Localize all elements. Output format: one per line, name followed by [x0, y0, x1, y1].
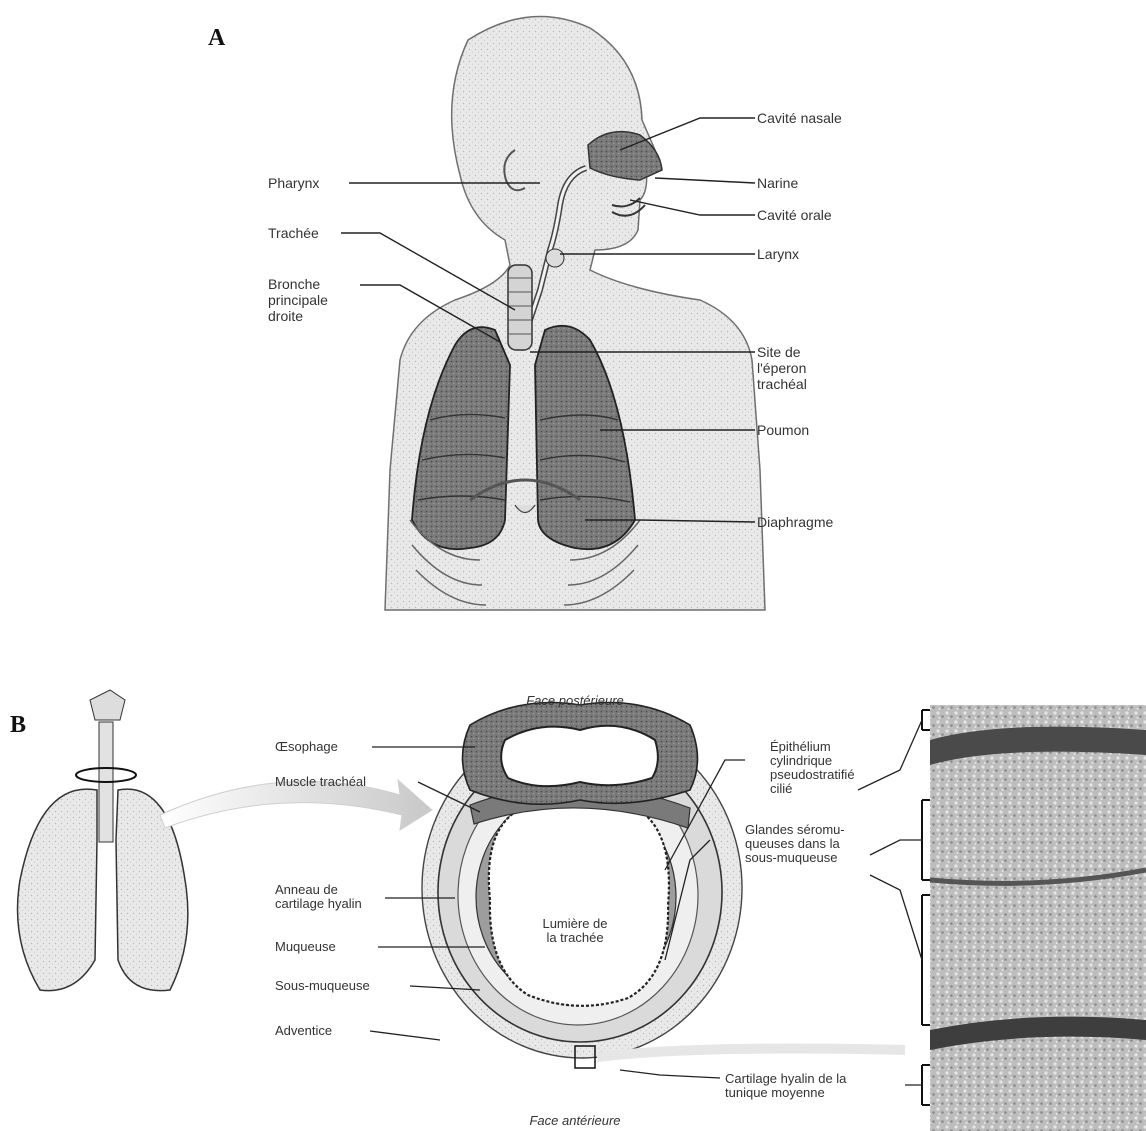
- micrograph: [922, 705, 1146, 1131]
- label-muqueuse: Muqueuse: [275, 940, 336, 954]
- label-poumon: Poumon: [757, 422, 809, 438]
- panel-b-letter: B: [10, 712, 26, 739]
- label-oesophage: Œsophage: [275, 740, 338, 754]
- label-diaphragme: Diaphragme: [757, 514, 833, 530]
- label-lumiere-trachee: Lumière de la trachée: [520, 917, 630, 945]
- label-pharynx: Pharynx: [268, 175, 319, 191]
- panel-a-letter: A: [208, 25, 225, 52]
- label-face-posterieure: Face postérieure: [500, 693, 650, 709]
- label-glandes-seromuqueuses: Glandes séromu- queuses dans la sous-muq…: [745, 823, 845, 865]
- label-larynx: Larynx: [757, 246, 799, 262]
- label-epithelium: Épithélium cylindrique pseudostratifié c…: [770, 740, 855, 796]
- label-trachee: Trachée: [268, 225, 319, 241]
- label-cavite-nasale: Cavité nasale: [757, 110, 842, 126]
- small-lungs-illustration: [18, 690, 188, 991]
- label-bronche-principale-droite: Bronche principale droite: [268, 276, 328, 324]
- label-anneau-cartilage: Anneau de cartilage hyalin: [275, 883, 362, 911]
- label-muscle-tracheal: Muscle trachéal: [275, 775, 366, 789]
- label-face-anterieure: Face antérieure: [500, 1113, 650, 1129]
- label-sous-muqueuse: Sous-muqueuse: [275, 979, 370, 993]
- label-narine: Narine: [757, 175, 798, 191]
- label-cavite-orale: Cavité orale: [757, 207, 832, 223]
- label-eperon-tracheal: Site de l'éperon trachéal: [757, 344, 807, 392]
- label-cartilage-tunique-moyenne: Cartilage hyalin de la tunique moyenne: [725, 1072, 846, 1100]
- label-adventice: Adventice: [275, 1024, 332, 1038]
